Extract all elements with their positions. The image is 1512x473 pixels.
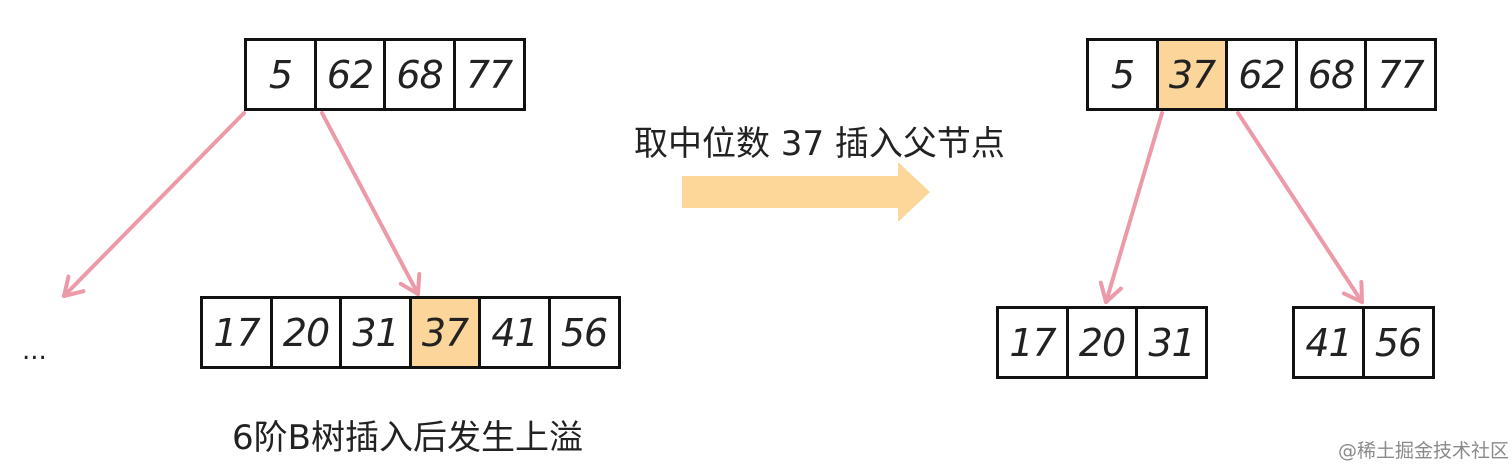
key-cell: 31 [1135, 306, 1208, 379]
edge-to-right-child-left [1098, 111, 1164, 304]
key-cell: 37 [408, 296, 482, 369]
transition-label: 取中位数 37 插入父节点 [634, 124, 1005, 164]
key-cell: 5 [244, 38, 317, 111]
watermark: @稀土掘金技术社区 [1338, 440, 1510, 462]
key-cell: 77 [452, 38, 526, 111]
key-cell: 62 [1225, 38, 1298, 111]
key-cell: 77 [1364, 38, 1437, 111]
key-cell: 20 [269, 296, 343, 369]
edge-to-ellipsis [62, 111, 246, 298]
key-cell: 56 [547, 296, 621, 369]
edge-to-left-child [320, 111, 422, 296]
key-cell: 68 [383, 38, 456, 111]
key-cell: 37 [1155, 38, 1229, 111]
key-cell: 17 [996, 306, 1069, 379]
transition-arrow [682, 162, 930, 222]
key-cell: 41 [478, 296, 551, 369]
key-cell: 68 [1294, 38, 1368, 111]
left-caption: 6阶B树插入后发生上溢 [232, 418, 583, 458]
key-cell: 17 [200, 296, 273, 369]
key-cell: 41 [1292, 306, 1365, 379]
ellipsis-text: ... [22, 336, 47, 366]
key-cell: 56 [1361, 306, 1435, 379]
key-cell: 31 [339, 296, 412, 369]
key-cell: 5 [1086, 38, 1159, 111]
edge-to-right-child-right [1236, 111, 1364, 304]
key-cell: 20 [1065, 306, 1139, 379]
key-cell: 62 [313, 38, 387, 111]
